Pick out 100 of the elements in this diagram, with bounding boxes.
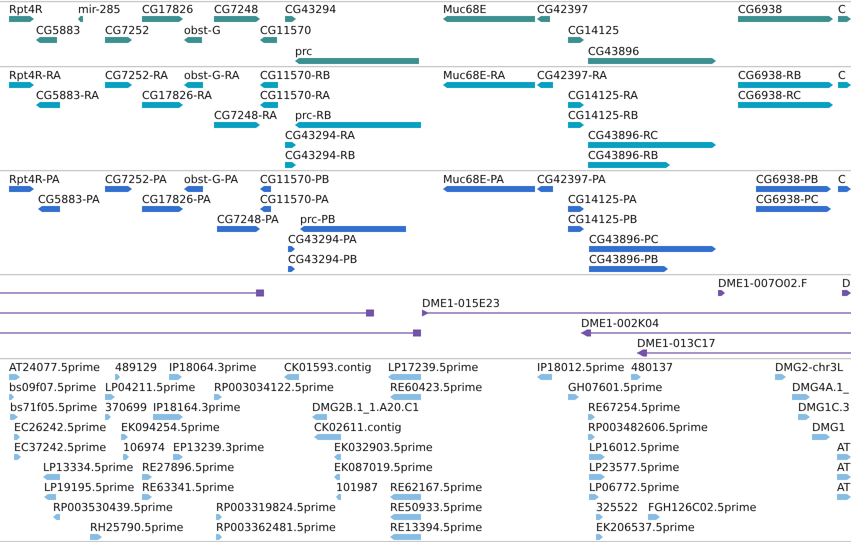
feature-label: DME1-015E23 [422,296,500,310]
feature-label: CG6938-PC [756,192,818,206]
feature-label: CG42397-PA [537,172,606,186]
feature-label: AT [837,460,850,474]
feature-label: CG11570 [260,24,312,36]
feature-label: CK01593.contig [284,360,372,374]
feature-label: CG43294-PB [288,252,358,266]
feature-label: EK032903.5prime [334,440,433,454]
feature-label: CG7248-RA [214,108,277,122]
feature-label: CG5883-PA [38,192,100,206]
feature-label: DMG2-chr3L [775,360,844,374]
feature-label: 480137 [631,360,673,374]
feature-label: RE63341.5prime [142,480,234,494]
feature-label: obst-G-RA [184,68,240,82]
feature-label: RP003530439.5prime [53,500,173,514]
feature-label: LP17239.5prime [388,360,478,374]
feature-label: LP13334.5prime [43,460,134,474]
feature-label: LP04211.5prime [105,380,196,394]
feature-label: GH07601.5prime [568,380,662,394]
feature-label: CG7252-PA [105,172,167,186]
feature-label: CG6938-RB [738,68,802,82]
feature-label: prc [295,44,312,58]
feature-label: Rpt4R-RA [9,68,61,82]
feature-label: 370699 [105,400,147,414]
feature-label: EK206537.5prime [596,520,695,534]
feature-label: DMG1 [812,420,846,434]
feature-label: DME1-002K04 [581,316,660,330]
feature-label: IP18064.3prime [169,360,256,374]
feature-label: AT [837,480,850,494]
feature-label: CG11570-PA [260,192,329,206]
feature-label: CG11570-RA [260,88,330,102]
feature-label: LP23577.5prime [589,460,680,474]
feature-label: obst-G [184,24,221,36]
feature-label: Muc68E [443,2,486,16]
feature-label: CK02611.contig [314,420,402,434]
feature-label: EP13239.3prime [173,440,264,454]
feature-label: obst-G-PA [184,172,238,186]
feature-label: RP003482606.5prime [588,420,708,434]
feature-label: Rpt4R [9,2,43,16]
feature-label: EK087019.5prime [334,460,433,474]
feature-label: bs71f05.5prime [10,400,98,414]
feature-label: CG14125 [568,24,620,36]
feature-label: CG42397-RA [537,68,607,82]
feature-label: FGH126C02.5prime [648,500,756,514]
feature-label: RE13394.5prime [390,520,482,534]
feature-label: CG43896-PB [589,252,658,266]
feature-label: LP06772.5prime [589,480,680,494]
feature-label: RE27896.5prime [142,460,234,474]
feature-label: CG7252-RA [105,68,168,82]
feature-label: CG14125-PB [568,212,638,226]
feature-label: IP18012.5prime [537,360,624,374]
feature-label: RE67254.5prime [588,400,680,414]
feature-label: CG43896-RC [588,128,658,142]
feature-label: prc-PB [300,212,336,226]
feature-label: 106974 [123,440,165,454]
feature-label: DME1-007O02.F [718,276,808,290]
feature-label: RH25790.5prime [90,520,184,534]
feature-label: 489129 [115,360,157,374]
feature-label: C [838,172,846,186]
feature-label: bs09f07.5prime [9,380,96,394]
feature-label: AT [837,440,850,454]
feature-label: IP18164.3prime [153,400,240,414]
feature-label: Rpt4R-PA [9,172,60,186]
feature-label: EC26242.5prime [14,420,106,434]
feature-label: DMG4A.1_ [792,380,849,394]
feature-label: CG5883-RA [36,88,99,102]
feature-label: CG6938 [738,2,782,16]
feature-label: CG14125-RB [568,108,638,122]
feature-label: CG5883 [36,24,80,36]
feature-label: DME1-013C17 [637,336,716,350]
feature-label: DMG2B.1_1.A20.C1 [312,400,420,414]
feature-label: AT24077.5prime [9,360,100,374]
feature-label: EC37242.5prime [14,440,106,454]
feature-label: CG6938-PB [756,172,818,186]
feature-label: CG43294-PA [288,232,357,246]
feature-label: CG17826 [142,2,194,16]
feature-label: CG14125-PA [568,192,637,206]
feature-label: RE60423.5prime [390,380,482,394]
feature-label: D [842,276,850,290]
feature-label: RP003362481.5prime [216,520,336,534]
feature-label: CG43896 [588,44,640,58]
feature-label: CG43896-PC [589,232,658,246]
feature-label: CG43294-RA [285,128,355,142]
feature-label: prc-RB [295,108,332,122]
feature-label: EK094254.5prime [121,420,220,434]
feature-label: LP16012.5prime [589,440,680,454]
feature-label: CG43896-RB [588,148,658,162]
feature-label: Muc68E-PA [443,172,504,186]
feature-label: CG7248-PA [217,212,279,226]
feature-label: CG7248 [214,2,258,16]
feature-label: CG17826-PA [142,192,211,206]
feature-label: mir-285 [78,2,121,16]
feature-label: CG11570-RB [260,68,330,82]
feature-label: CG17826-RA [142,88,212,102]
feature-label: CG14125-RA [568,88,638,102]
feature-label: CG43294 [285,2,336,16]
feature-label: RP003319824.5prime [216,500,336,514]
feature-label: CG7252 [105,24,150,36]
feature-label: C [838,2,846,16]
feature-label: CG11570-PB [260,172,330,186]
